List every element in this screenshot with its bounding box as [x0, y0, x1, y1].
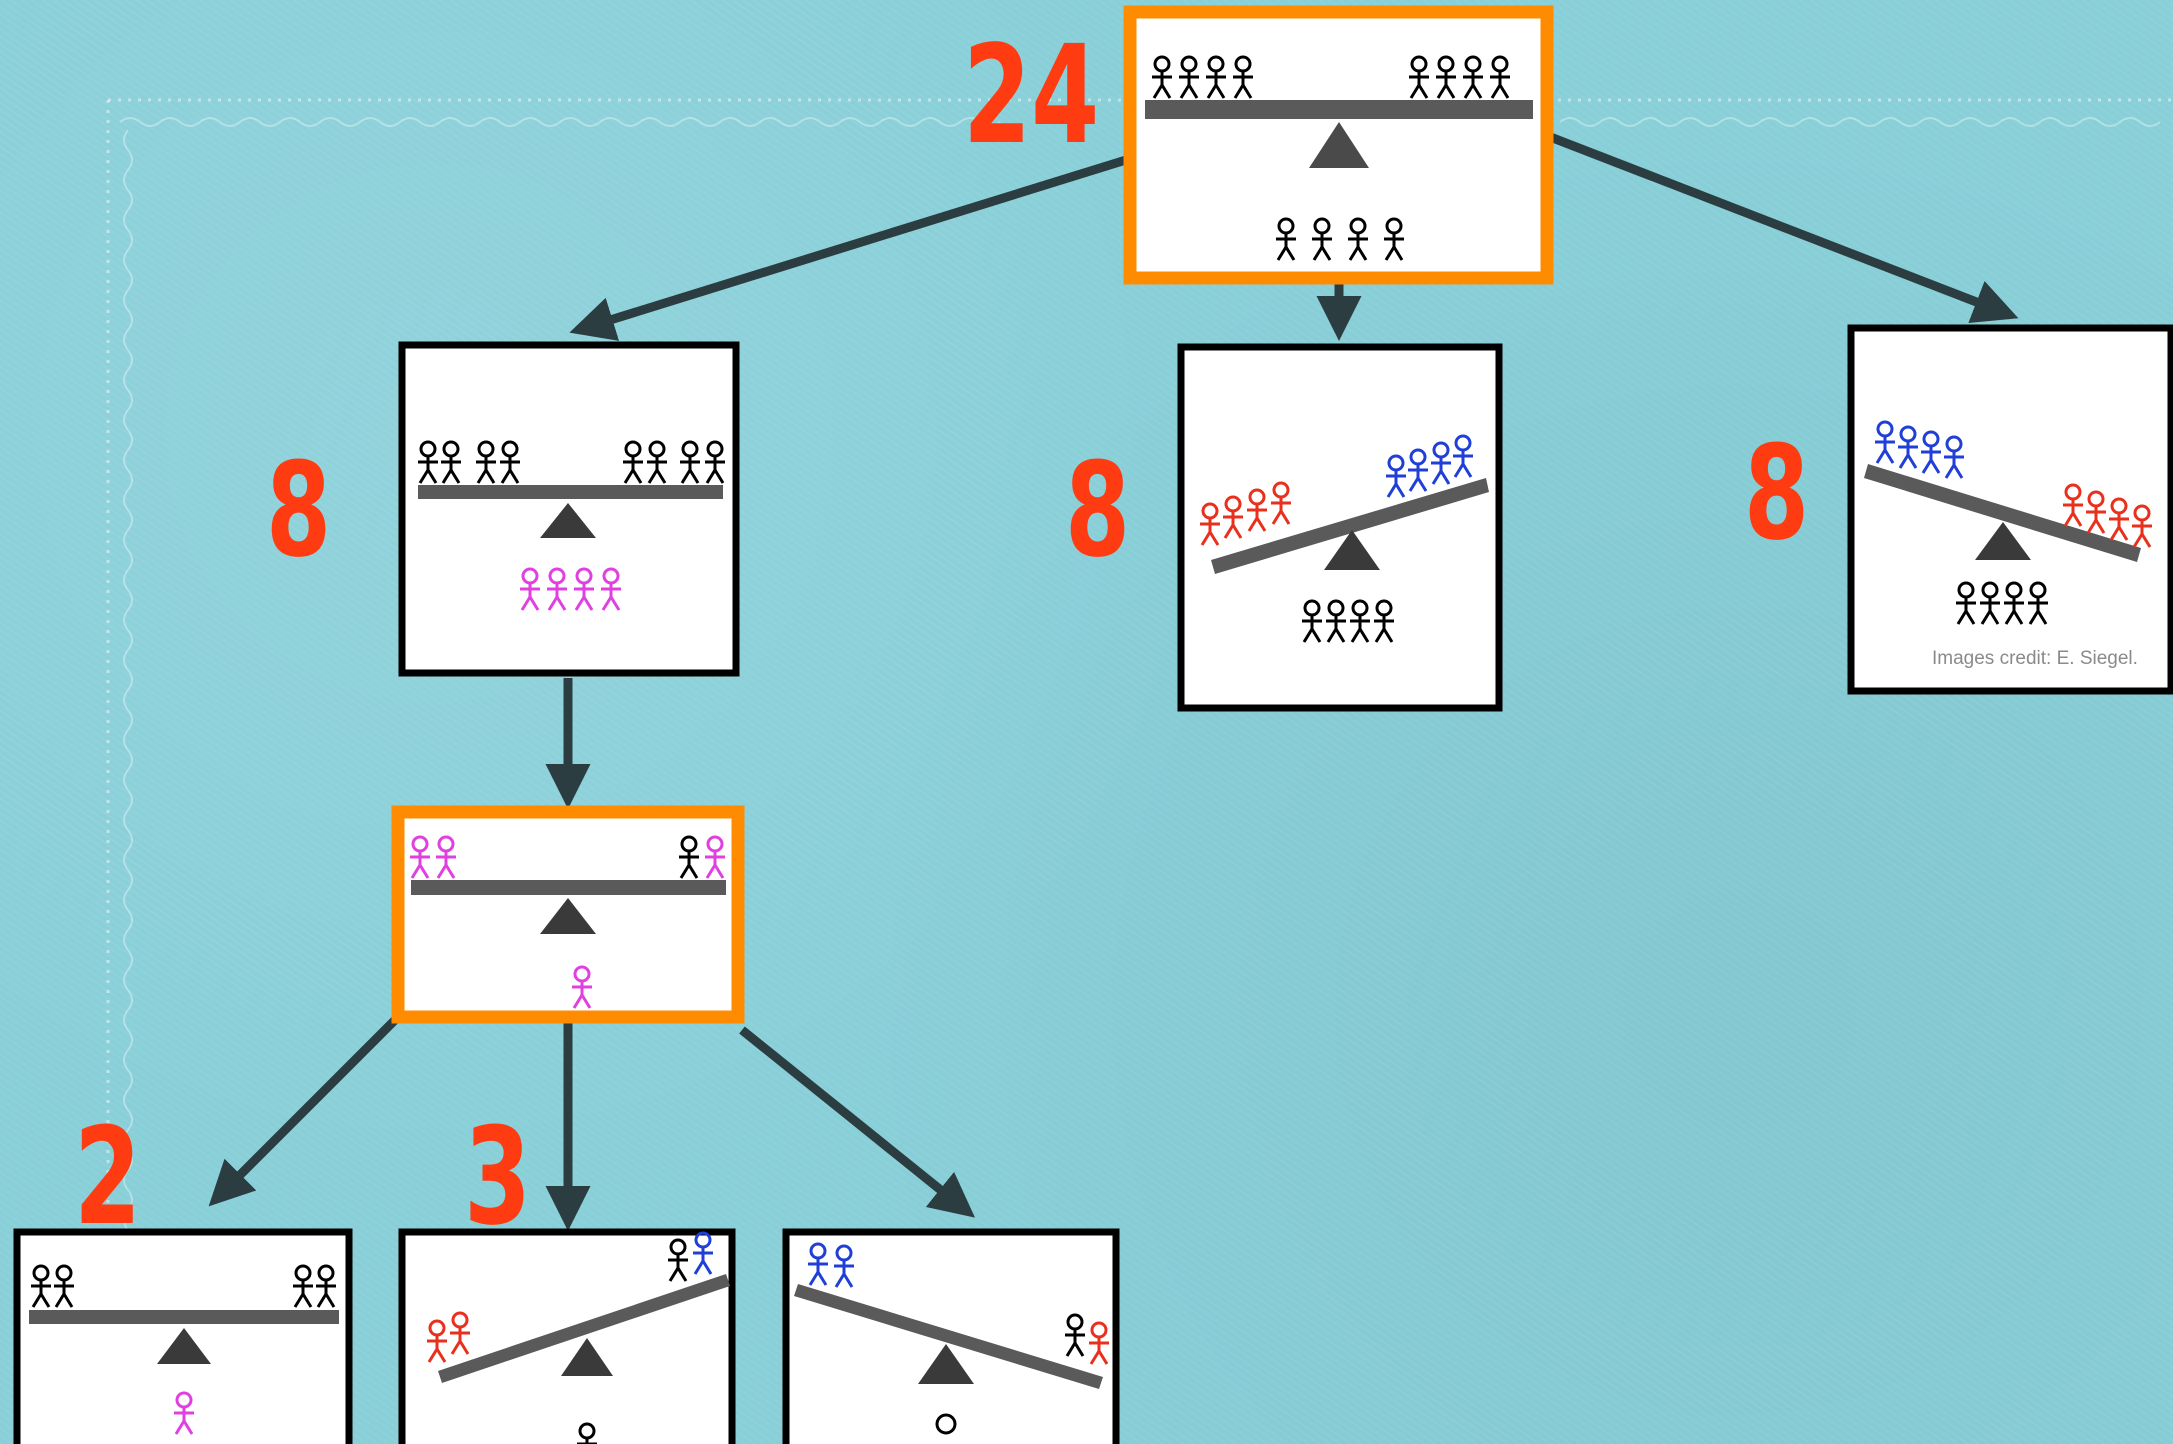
arrow-root-to-right [1538, 128, 2019, 323]
level2-left-count: 2 [74, 1099, 142, 1255]
root-count: 24 [963, 17, 1100, 175]
root-weighing-panel [1123, 5, 1554, 285]
arrow-root-to-left [569, 150, 1144, 341]
arrows [208, 128, 2019, 1231]
left-heavy-outcome-panel [1177, 343, 1503, 712]
level2-middle-count: 3 [464, 1099, 532, 1255]
leaf-balanced-panel [13, 1228, 353, 1444]
balanced-outcome-panel [398, 341, 740, 677]
second-weighing-panel [391, 805, 745, 1024]
level1-left-count: 8 [266, 434, 332, 586]
level1-right-count: 8 [1744, 417, 1810, 569]
arrow-second-to-leaf-right [739, 1026, 976, 1218]
image-credit: Images credit: E. Siegel. [1932, 648, 2138, 669]
leaf-right-heavy-panel [782, 1228, 1120, 1444]
right-heavy-outcome-panel [1847, 324, 2173, 695]
arrow-second-to-leaf-left [208, 1014, 401, 1207]
leaf-left-heavy-panel [398, 1228, 736, 1444]
level1-middle-count: 8 [1065, 434, 1131, 586]
